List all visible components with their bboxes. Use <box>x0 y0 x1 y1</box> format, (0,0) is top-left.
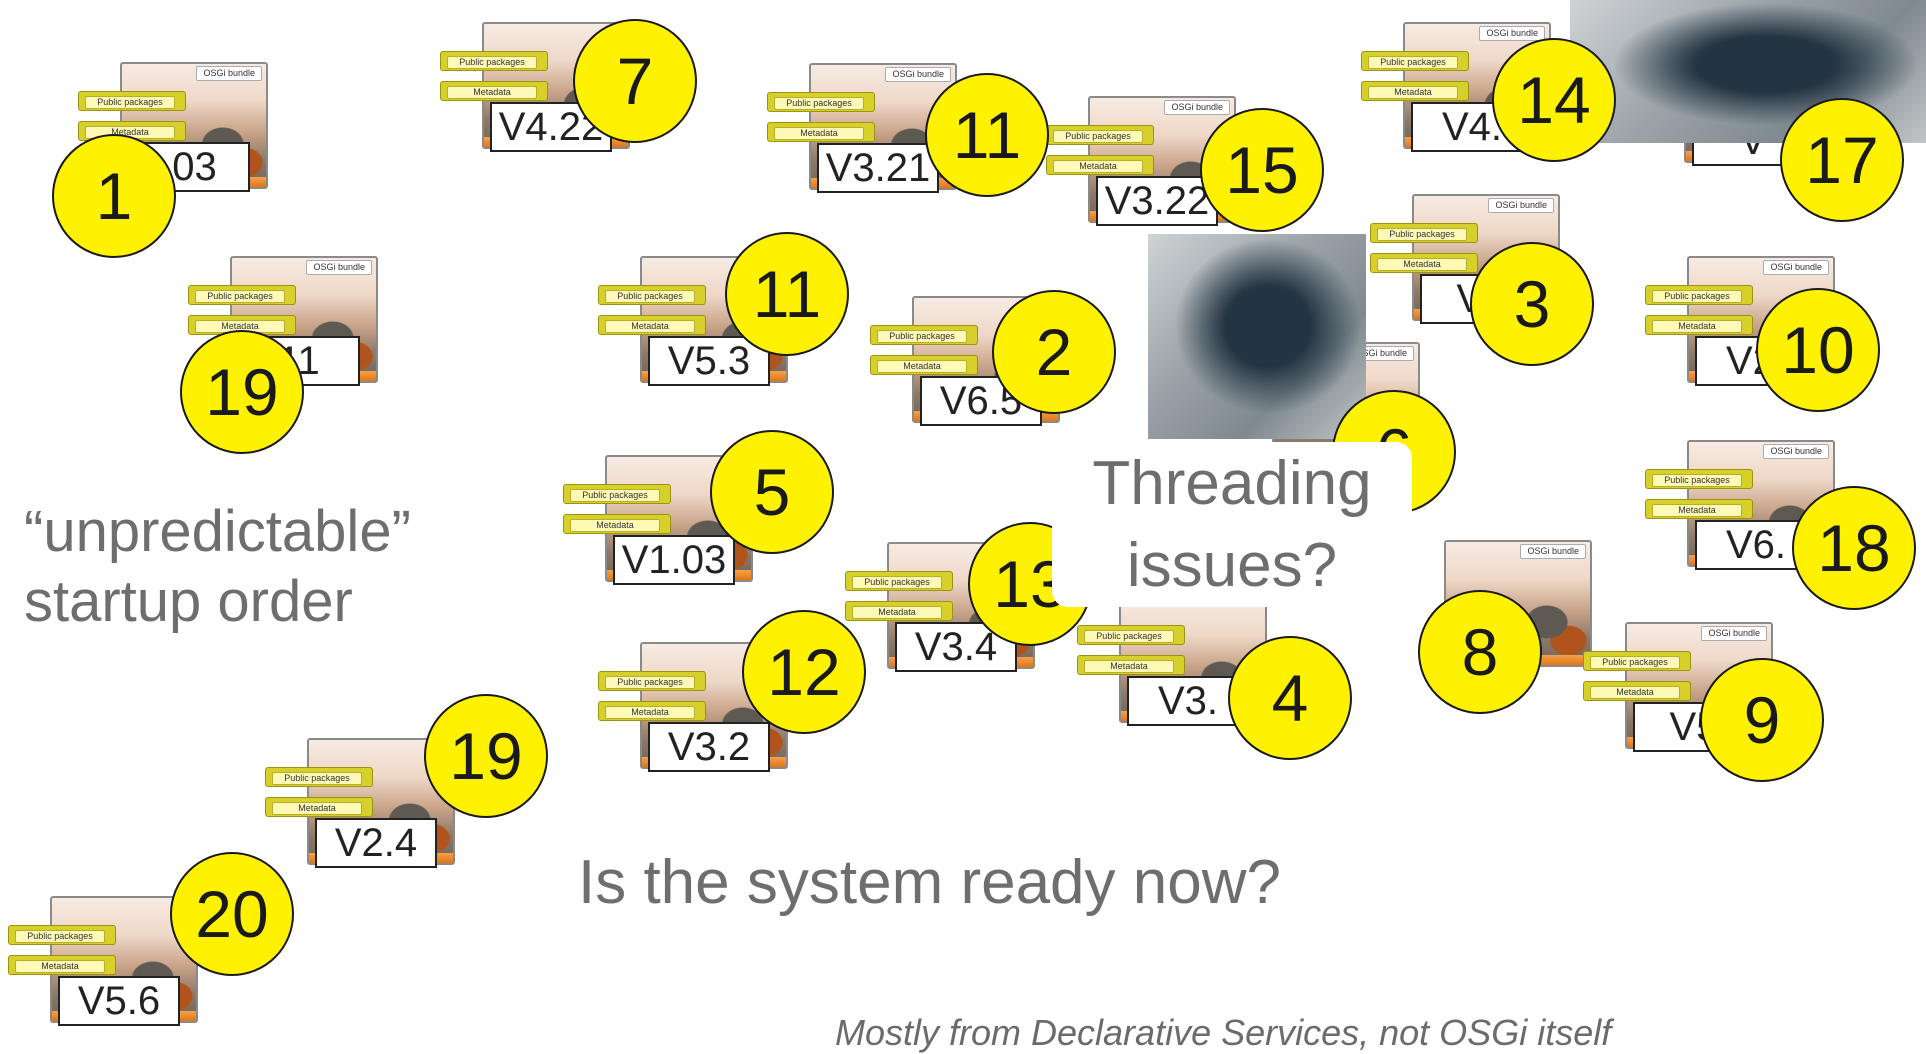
metadata-bar: Metadata <box>598 315 706 335</box>
startup-order-badge: 18 <box>1792 486 1916 610</box>
metadata-bar: Metadata <box>1361 81 1469 101</box>
startup-order-badge: 17 <box>1780 98 1904 222</box>
dinosaur-image <box>1148 234 1366 439</box>
metadata-bar: Metadata <box>188 315 296 335</box>
footer-note: Mostly from Declarative Services, not OS… <box>835 1012 1612 1053</box>
startup-order-badge: 2 <box>992 290 1116 414</box>
bundle-version: V3.21 <box>817 143 939 193</box>
bundle-version: V1.03 <box>613 535 735 585</box>
threading-line-2: issues? <box>1126 530 1338 600</box>
metadata-bar: Metadata <box>767 122 875 142</box>
metadata-bar: Metadata <box>598 701 706 721</box>
bundle-header-label: OSGi bundle <box>306 260 372 275</box>
bundle-version: V5.3 <box>648 336 770 386</box>
public-packages-bar: Public packages <box>767 92 875 112</box>
caption-line-2: startup order <box>24 569 353 634</box>
bundle-version: V5.6 <box>58 976 180 1026</box>
startup-order-badge: 7 <box>573 19 697 143</box>
bundle-header-label: OSGi bundle <box>1701 626 1767 641</box>
public-packages-bar: Public packages <box>1645 285 1753 305</box>
bundle-header-label: OSGi bundle <box>1164 100 1230 115</box>
public-packages-bar: Public packages <box>1361 51 1469 71</box>
bundle-header-label: OSGi bundle <box>885 67 951 82</box>
metadata-bar: Metadata <box>870 355 978 375</box>
startup-order-badge: 5 <box>710 430 834 554</box>
startup-order-badge: 10 <box>1756 288 1880 412</box>
bundle-header-label: OSGi bundle <box>1763 444 1829 459</box>
metadata-bar: Metadata <box>563 514 671 534</box>
threading-line-1: Threading <box>1092 448 1372 518</box>
bundle-header-label: OSGi bundle <box>1763 260 1829 275</box>
public-packages-bar: Public packages <box>78 91 186 111</box>
metadata-bar: Metadata <box>440 81 548 101</box>
startup-order-badge: 1 <box>52 134 176 258</box>
public-packages-bar: Public packages <box>1370 223 1478 243</box>
bundle-header-label: OSGi bundle <box>1488 198 1554 213</box>
metadata-bar: Metadata <box>8 955 116 975</box>
public-packages-bar: Public packages <box>563 484 671 504</box>
metadata-bar: Metadata <box>1583 681 1691 701</box>
startup-order-badge: 14 <box>1492 38 1616 162</box>
startup-order-badge: 20 <box>170 852 294 976</box>
public-packages-bar: Public packages <box>1645 469 1753 489</box>
public-packages-bar: Public packages <box>265 767 373 787</box>
osgi-bundle: OSGi bundle Public packages Metadata .03 <box>78 62 268 207</box>
metadata-bar: Metadata <box>1370 253 1478 273</box>
caption-line-1: “unpredictable” <box>24 499 411 564</box>
public-packages-bar: Public packages <box>1583 651 1691 671</box>
metadata-bar: Metadata <box>1077 655 1185 675</box>
startup-order-badge: 15 <box>1200 108 1324 232</box>
metadata-bar: Metadata <box>1046 155 1154 175</box>
metadata-bar: Metadata <box>1645 499 1753 519</box>
threading-issues-callout: Threading issues? <box>1052 442 1412 607</box>
public-packages-bar: Public packages <box>8 925 116 945</box>
startup-order-badge: 9 <box>1700 658 1824 782</box>
public-packages-bar: Public packages <box>440 51 548 71</box>
bundle-version: V3.2 <box>648 722 770 772</box>
osgi-bundle: OSGi bundle Public packages Metadata V3.… <box>767 63 957 208</box>
public-packages-bar: Public packages <box>845 571 953 591</box>
metadata-bar: Metadata <box>845 601 953 621</box>
public-packages-bar: Public packages <box>598 285 706 305</box>
bundle-header-label: OSGi bundle <box>1520 544 1586 559</box>
bundle-version: V3.22 <box>1096 176 1218 226</box>
metadata-bar: Metadata <box>1645 315 1753 335</box>
startup-order-badge: 19 <box>424 694 548 818</box>
startup-order-badge: 19 <box>180 330 304 454</box>
public-packages-bar: Public packages <box>598 671 706 691</box>
public-packages-bar: Public packages <box>1077 625 1185 645</box>
public-packages-bar: Public packages <box>1046 125 1154 145</box>
startup-order-caption: “unpredictable” startup order <box>24 497 411 637</box>
bundle-header-label: OSGi bundle <box>196 66 262 81</box>
osgi-bundle: Public packages Metadata V3.2 <box>598 642 788 787</box>
startup-order-badge: 8 <box>1418 590 1542 714</box>
startup-order-badge: 3 <box>1470 242 1594 366</box>
public-packages-bar: Public packages <box>188 285 296 305</box>
startup-order-badge: 11 <box>925 73 1049 197</box>
metadata-bar: Metadata <box>265 797 373 817</box>
startup-order-badge: 4 <box>1228 636 1352 760</box>
system-ready-question: Is the system ready now? <box>578 848 1281 917</box>
bundle-version: V2.4 <box>315 818 437 868</box>
startup-order-badge: 11 <box>725 232 849 356</box>
startup-order-badge: 12 <box>742 610 866 734</box>
public-packages-bar: Public packages <box>870 325 978 345</box>
bundle-header-label: OSGi bundle <box>1479 26 1545 41</box>
